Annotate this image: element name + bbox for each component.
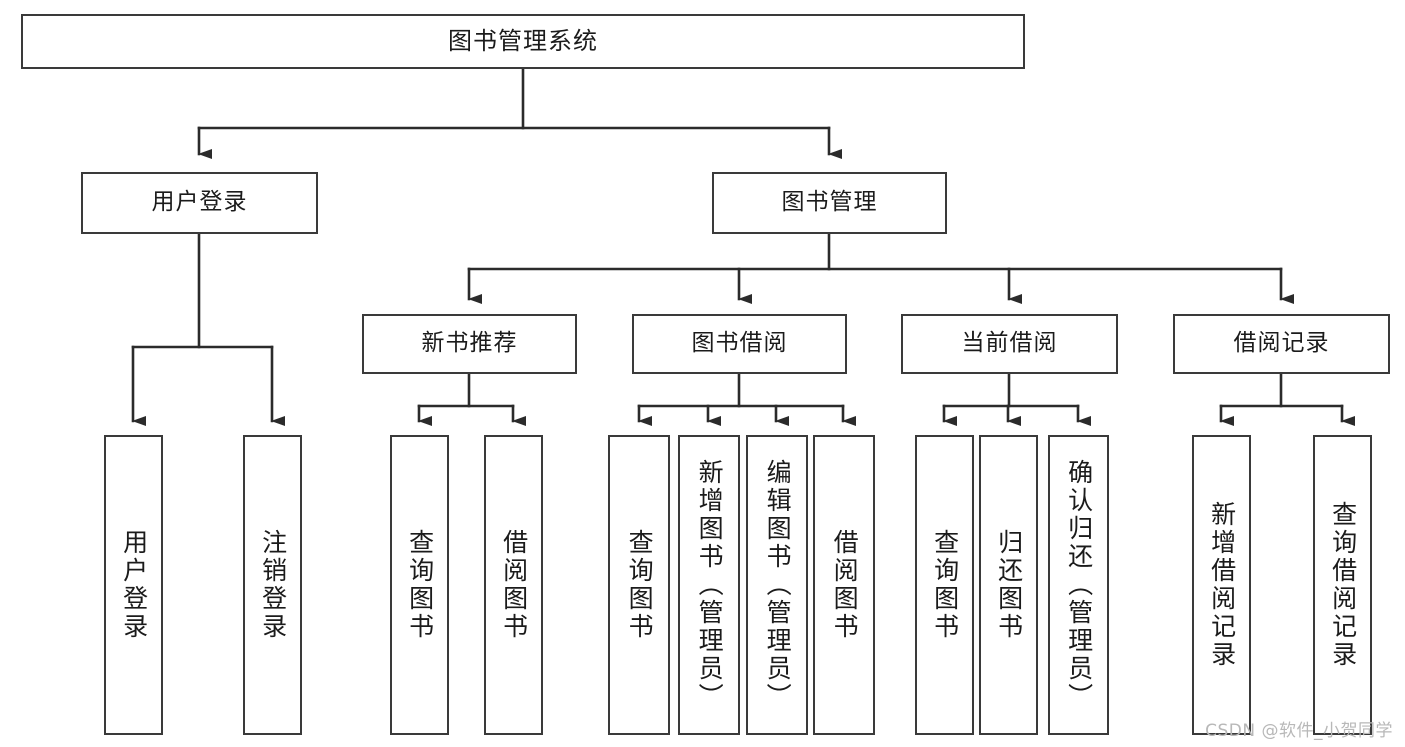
node-leaf-confirm-return[interactable]: 确认归还（管理员） bbox=[1048, 435, 1109, 735]
node-label: 图书借阅 bbox=[691, 330, 788, 357]
node-leaf-query-borrow-record[interactable]: 查询借阅记录 bbox=[1313, 435, 1372, 735]
node-leaf-query-book-current[interactable]: 查询图书 bbox=[915, 435, 974, 735]
node-leaf-borrow-book[interactable]: 借阅图书 bbox=[813, 435, 875, 735]
node-label: 编辑图书（管理员） bbox=[763, 459, 793, 711]
node-label: 用户登录 bbox=[151, 189, 248, 216]
node-label: 新书推荐 bbox=[421, 330, 518, 357]
node-leaf-borrow-book-recommend[interactable]: 借阅图书 bbox=[484, 435, 543, 735]
node-label: 图书管理 bbox=[781, 189, 878, 216]
node-leaf-query-book-recommend[interactable]: 查询图书 bbox=[390, 435, 449, 735]
node-new-book-recommend[interactable]: 新书推荐 bbox=[362, 314, 577, 374]
node-label: 查询借阅记录 bbox=[1328, 501, 1358, 669]
node-leaf-query-book-borrow[interactable]: 查询图书 bbox=[608, 435, 670, 735]
node-label: 归还图书 bbox=[994, 529, 1024, 641]
node-leaf-add-book[interactable]: 新增图书（管理员） bbox=[678, 435, 740, 735]
node-label: 图书管理系统 bbox=[448, 27, 598, 56]
node-label: 新增借阅记录 bbox=[1207, 501, 1237, 669]
node-borrow-record[interactable]: 借阅记录 bbox=[1173, 314, 1390, 374]
node-label: 用户登录 bbox=[119, 529, 149, 641]
node-leaf-add-borrow-record[interactable]: 新增借阅记录 bbox=[1192, 435, 1251, 735]
node-label: 新增图书（管理员） bbox=[695, 459, 725, 711]
node-label: 注销登录 bbox=[258, 529, 288, 641]
csdn-watermark: CSDN @软件_小贺同学 bbox=[1205, 721, 1393, 741]
node-label: 查询图书 bbox=[405, 529, 435, 641]
node-user-login[interactable]: 用户登录 bbox=[81, 172, 318, 234]
node-leaf-return-book[interactable]: 归还图书 bbox=[979, 435, 1038, 735]
node-label: 查询图书 bbox=[625, 529, 655, 641]
node-label: 当前借阅 bbox=[961, 330, 1058, 357]
node-label: 借阅图书 bbox=[499, 529, 529, 641]
node-leaf-logout-login[interactable]: 注销登录 bbox=[243, 435, 302, 735]
node-label: 确认归还（管理员） bbox=[1064, 459, 1094, 711]
node-leaf-user-login[interactable]: 用户登录 bbox=[104, 435, 163, 735]
node-book-management[interactable]: 图书管理 bbox=[712, 172, 947, 234]
node-current-borrow[interactable]: 当前借阅 bbox=[901, 314, 1118, 374]
node-label: 借阅图书 bbox=[830, 529, 860, 641]
node-root-library-management-system[interactable]: 图书管理系统 bbox=[21, 14, 1025, 69]
node-leaf-edit-book[interactable]: 编辑图书（管理员） bbox=[746, 435, 808, 735]
node-label: 借阅记录 bbox=[1233, 330, 1330, 357]
node-label: 查询图书 bbox=[930, 529, 960, 641]
node-book-borrow[interactable]: 图书借阅 bbox=[632, 314, 847, 374]
